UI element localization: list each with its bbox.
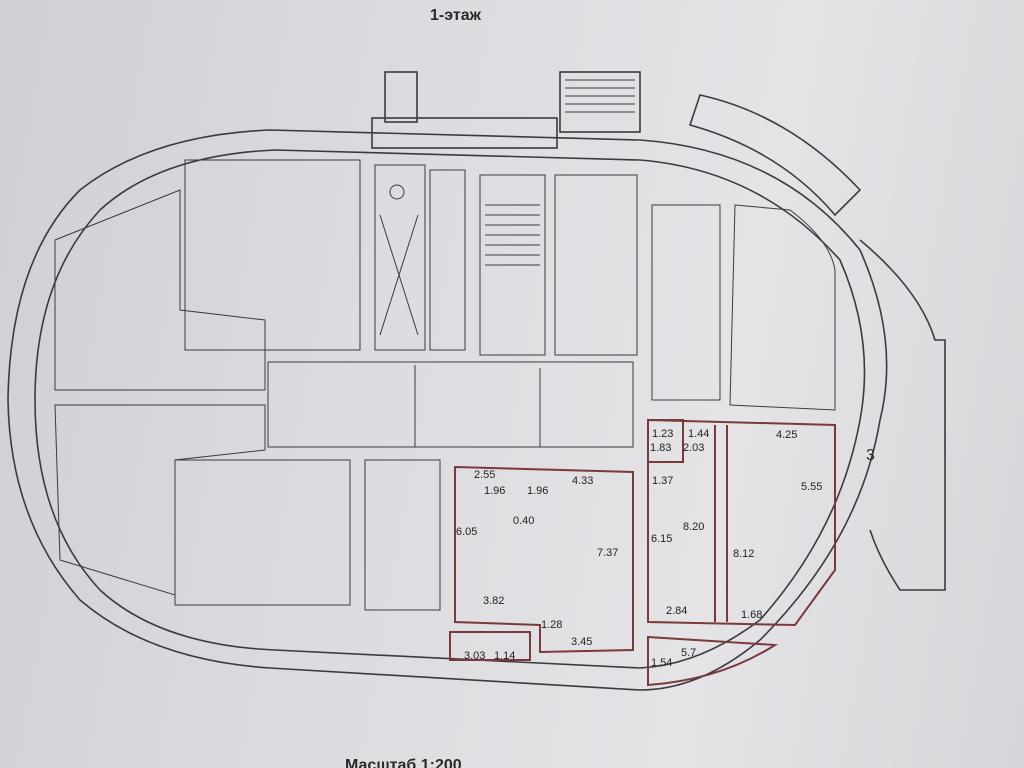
svg-text:0.40: 0.40 bbox=[513, 515, 534, 527]
room-left-top bbox=[54, 189, 266, 391]
svg-text:6.15: 6.15 bbox=[651, 533, 672, 545]
svg-text:4.33: 4.33 bbox=[572, 475, 593, 487]
stairwell bbox=[479, 174, 546, 356]
corridor-center bbox=[267, 361, 634, 448]
svg-text:3.03: 3.03 bbox=[464, 650, 485, 662]
scale-label: Масштаб 1:200 bbox=[345, 757, 462, 768]
elevator-shaft bbox=[374, 164, 426, 351]
svg-text:1.23: 1.23 bbox=[652, 428, 673, 440]
svg-text:7.37: 7.37 bbox=[597, 547, 618, 559]
room-right-top bbox=[729, 204, 836, 411]
apartment-balcony bbox=[647, 635, 779, 687]
svg-text:1.96: 1.96 bbox=[527, 485, 548, 497]
annex-shaft bbox=[384, 71, 418, 123]
svg-text:8.12: 8.12 bbox=[733, 548, 754, 560]
svg-text:2.03: 2.03 bbox=[683, 442, 704, 454]
outer-wall bbox=[7, 129, 888, 691]
apartment-room-1 bbox=[454, 465, 634, 654]
room-corridor bbox=[429, 169, 466, 351]
svg-text:4.25: 4.25 bbox=[776, 429, 797, 441]
room-left-bottom bbox=[54, 404, 266, 596]
svg-text:5.7: 5.7 bbox=[681, 647, 696, 659]
stair-steps bbox=[565, 79, 635, 113]
room-bottom-1 bbox=[174, 459, 351, 606]
svg-text:1.68: 1.68 bbox=[741, 609, 762, 621]
room-top-6 bbox=[554, 174, 638, 356]
svg-text:2.84: 2.84 bbox=[666, 605, 687, 617]
canopy-right bbox=[688, 94, 862, 217]
svg-text:3.82: 3.82 bbox=[483, 595, 504, 607]
svg-text:1.14: 1.14 bbox=[494, 650, 515, 662]
plan-title: 1-этаж bbox=[430, 7, 482, 24]
svg-text:2.55: 2.55 bbox=[474, 469, 495, 481]
svg-text:6.05: 6.05 bbox=[456, 526, 477, 538]
svg-text:1.44: 1.44 bbox=[688, 428, 709, 440]
shaft-circle bbox=[389, 184, 405, 200]
svg-text:3.45: 3.45 bbox=[571, 636, 592, 648]
svg-text:8.20: 8.20 bbox=[683, 521, 704, 533]
room-top-7 bbox=[651, 204, 721, 401]
bay-right bbox=[859, 239, 946, 591]
apartment-utility bbox=[449, 631, 531, 661]
apartment-bathroom bbox=[647, 419, 684, 463]
dimensions-room-b: 1.23 1.44 1.83 2.03 1.37 6.15 8.20 2.84 … bbox=[650, 428, 709, 669]
svg-text:1.54: 1.54 bbox=[651, 657, 672, 669]
annex-entrance bbox=[371, 117, 558, 149]
stair-flight bbox=[485, 204, 540, 266]
svg-text:5.55: 5.55 bbox=[801, 481, 822, 493]
dimensions-room-c: 4.25 5.55 8.12 1.68 bbox=[733, 429, 822, 621]
svg-text:1.37: 1.37 bbox=[652, 475, 673, 487]
svg-text:1.28: 1.28 bbox=[541, 619, 562, 631]
apartment-room-2 bbox=[647, 418, 836, 627]
svg-text:1.83: 1.83 bbox=[650, 442, 671, 454]
apartment-number: 3 bbox=[866, 447, 875, 464]
svg-text:1.96: 1.96 bbox=[484, 485, 505, 497]
room-bottom-2 bbox=[364, 459, 441, 611]
entrance-stairs bbox=[559, 71, 641, 133]
dimensions-room-a: 2.55 1.96 1.96 4.33 0.40 6.05 7.37 3.82 … bbox=[456, 469, 618, 662]
room-top-2 bbox=[184, 159, 361, 351]
